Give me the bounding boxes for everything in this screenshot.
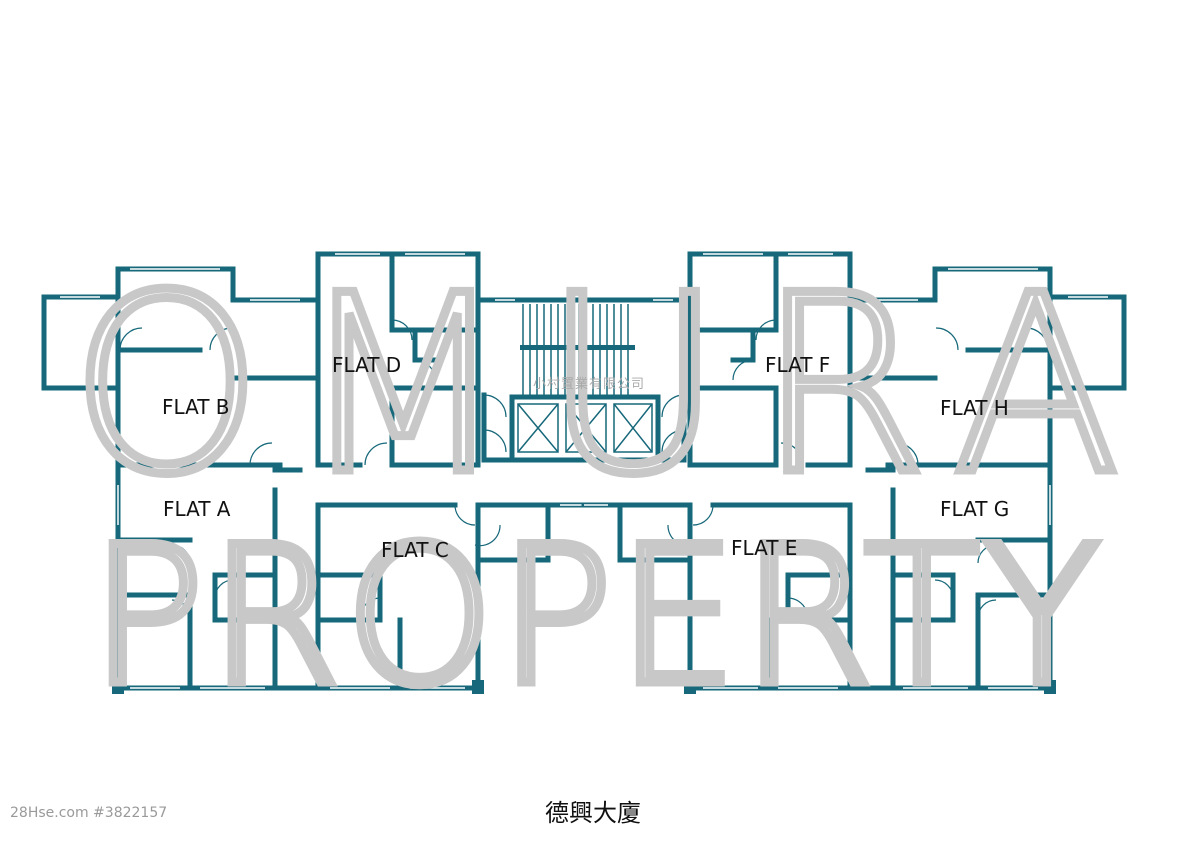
flat-e-label: FLAT E	[731, 536, 798, 560]
company-watermark: 小村置業有限公司	[533, 377, 646, 392]
lift-shafts	[509, 394, 661, 463]
flat-d-label: FLAT D	[332, 353, 402, 377]
flat-b-label: FLAT B	[162, 395, 230, 419]
flat-c-label: FLAT C	[381, 538, 449, 562]
listing-id: 28Hse.com #3822157	[10, 805, 168, 821]
flat-a-label: FLAT A	[163, 497, 231, 521]
building-name: 德興大廈	[545, 799, 641, 827]
flat-g-label: FLAT G	[940, 497, 1010, 521]
flat-f-label: FLAT F	[765, 353, 831, 377]
watermark-line2: PROPERTY	[90, 506, 1100, 727]
flat-h-label: FLAT H	[940, 396, 1009, 420]
staircase	[520, 304, 635, 395]
